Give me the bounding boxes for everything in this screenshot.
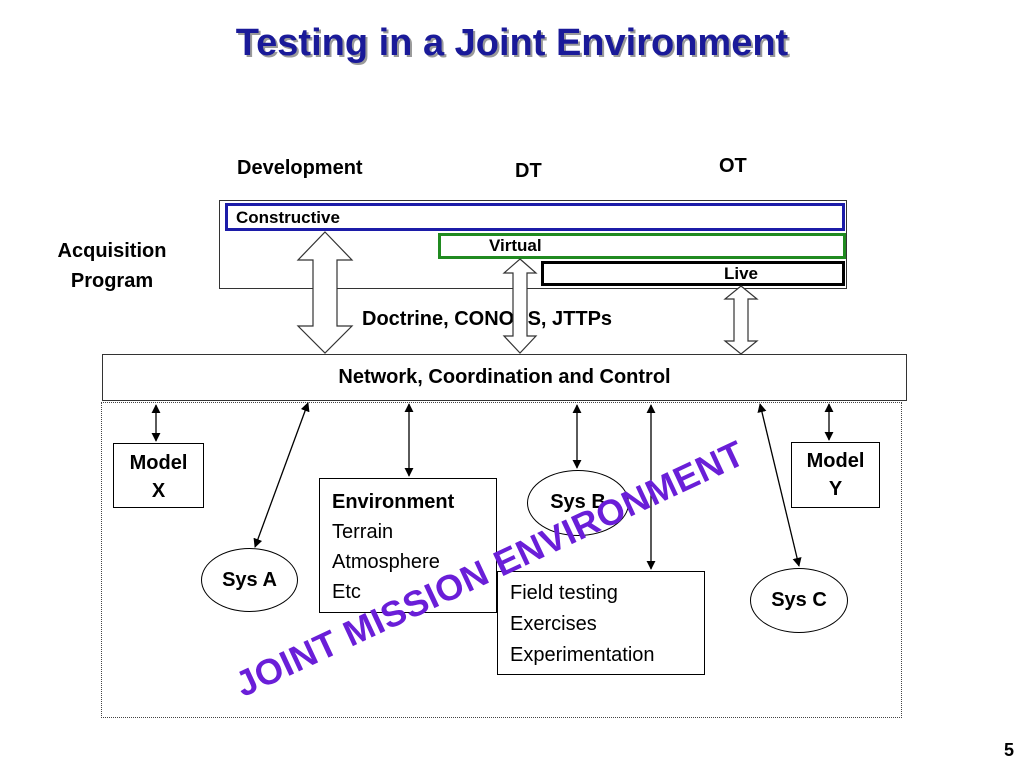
virtual-block-arrow (502, 258, 538, 354)
phase-ot-label: OT (719, 155, 747, 177)
sys-a-connector (253, 402, 310, 548)
sys-a-node: Sys A (201, 548, 298, 612)
environment-box: Environment Terrain Atmosphere Etc (319, 478, 497, 613)
live-block-arrow (723, 285, 759, 355)
acquisition-program-label: Acquisition Program (28, 236, 196, 296)
field-item: Field testing (510, 582, 618, 604)
virtual-bar: Virtual (438, 233, 846, 259)
constructive-bar: Constructive (225, 203, 845, 231)
constructive-block-arrow (296, 231, 354, 354)
environment-item: Atmosphere (332, 551, 440, 573)
model-x-box: Model X (113, 443, 204, 508)
field-testing-box: Field testing Exercises Experimentation (497, 571, 705, 675)
joint-environment-area (101, 402, 902, 718)
environment-item: Terrain (332, 521, 394, 543)
field-item: Experimentation (510, 644, 655, 666)
model-y-box: Model Y (791, 442, 880, 508)
acquisition-line-1: Acquisition (57, 240, 167, 262)
phase-dt-label: DT (515, 160, 542, 182)
environment-heading: Environment (332, 491, 455, 513)
field-item: Exercises (510, 613, 597, 635)
doctrine-label: Doctrine, CONOPS, JTTPs (362, 308, 613, 330)
slide-title: Testing in a Joint Environment (235, 22, 789, 64)
model-y-line-1: Model (806, 450, 865, 472)
acquisition-line-2: Program (70, 270, 154, 292)
page-number: 5 (1003, 740, 1014, 760)
environment-item: Etc (332, 581, 361, 603)
model-y-line-2: Y (828, 478, 843, 500)
network-coordination-control-bar: Network, Coordination and Control (102, 354, 907, 401)
acquisition-program-box (219, 200, 847, 289)
sys-b-node: Sys B (527, 470, 629, 536)
phase-development-label: Development (237, 157, 363, 179)
sys-c-connector (757, 403, 802, 567)
sys-c-node: Sys C (750, 568, 848, 633)
model-x-line-2: X (151, 480, 166, 502)
model-x-line-1: Model (129, 452, 188, 474)
live-bar: Live (541, 261, 845, 286)
